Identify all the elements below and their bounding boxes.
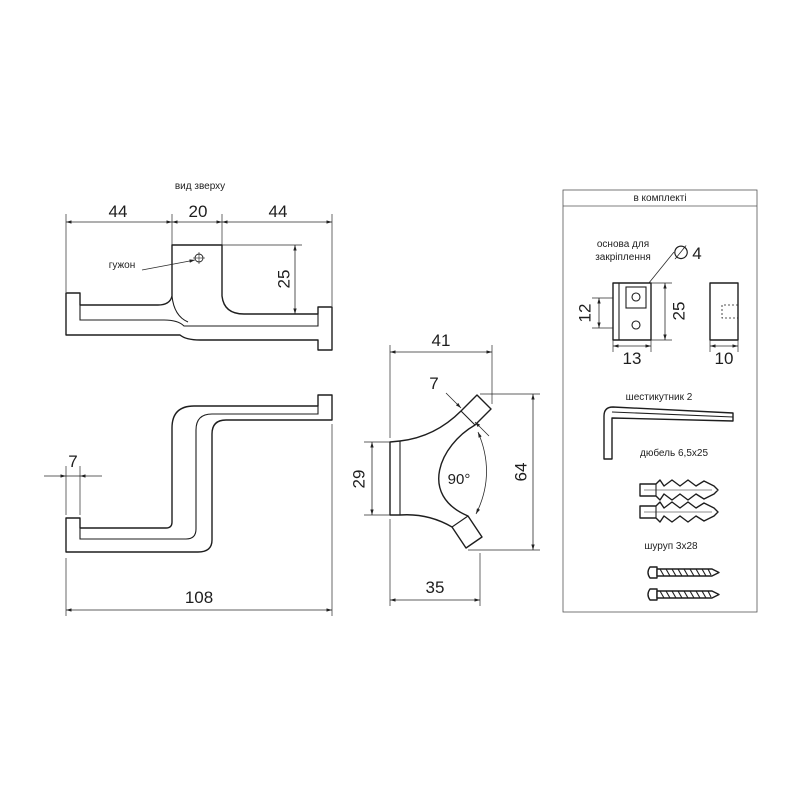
dim-line-front-tab-b xyxy=(474,421,490,437)
front-lower-tab-edge xyxy=(451,515,469,528)
dim-right-arm: 44 xyxy=(269,202,288,221)
mounting-base-side xyxy=(709,282,739,341)
mounting-base-side-hidden-recess xyxy=(721,304,738,319)
hex-key-label: шестикутник 2 xyxy=(626,392,693,403)
dowel-label: дюбель 6,5x25 xyxy=(640,447,708,459)
diameter-symbol: ∅ xyxy=(673,243,690,264)
hook-top-bend-edge xyxy=(171,295,189,323)
stud-icon xyxy=(193,252,205,264)
dim-depth: 35 xyxy=(426,578,445,597)
dim-side-tab: 7 xyxy=(68,452,77,471)
dim-width: 41 xyxy=(432,331,451,350)
top-view-title: вид зверху xyxy=(175,181,225,192)
dim-offset: 25 xyxy=(275,270,294,289)
angle-arc xyxy=(475,431,487,515)
kit-title: в комплекті xyxy=(633,193,686,204)
dim-front-tab: 7 xyxy=(429,374,438,393)
mounting-base-top-recess xyxy=(625,286,647,309)
base-label-line-2: закріплення xyxy=(595,252,651,263)
dim-mount-depth: 10 xyxy=(715,349,734,368)
screw-label: шуруп 3x28 xyxy=(644,541,698,552)
dim-left-arm: 44 xyxy=(109,202,128,221)
kit-panel-frame xyxy=(562,189,758,613)
dim-total-length: 108 xyxy=(185,588,213,607)
kit-panel: в комплекті основа для закріплення ∅ 4 1… xyxy=(562,189,758,613)
front-view: 41 29 64 35 7 90° xyxy=(350,331,540,606)
mounting-hole-bottom-icon xyxy=(631,320,641,330)
hook-front-outline xyxy=(389,394,492,549)
dim-mount-height: 25 xyxy=(670,302,689,321)
dim-hole-spacing: 12 xyxy=(576,304,595,323)
hook-top-inner-edge xyxy=(79,305,319,327)
dim-total-height: 64 xyxy=(512,463,531,482)
hex-key-edge xyxy=(611,411,734,418)
front-upper-tab-edge xyxy=(460,410,476,426)
dim-line-front-tab-a xyxy=(445,392,462,409)
mounting-hole-top-icon xyxy=(631,292,641,302)
stud-leader-line xyxy=(141,259,196,271)
side-view: 7 108 xyxy=(44,394,333,616)
dowel-icon xyxy=(639,479,719,501)
hook-top-outline xyxy=(65,244,333,351)
base-label-line-1: основа для xyxy=(597,239,649,250)
dim-base-width: 20 xyxy=(189,202,208,221)
dowel-icon xyxy=(639,501,719,523)
hook-side-inner-edge xyxy=(79,406,319,540)
hex-key-icon xyxy=(603,406,734,460)
hook-side-outline xyxy=(65,394,333,553)
screw-icon xyxy=(647,588,720,601)
angle-label: 90° xyxy=(448,471,471,488)
dim-mount-width: 13 xyxy=(623,349,642,368)
hole-diameter: 4 xyxy=(692,244,701,263)
dim-base-height: 29 xyxy=(350,470,369,489)
top-view: вид зверху 44 20 44 25 гужо xyxy=(65,181,333,351)
stud-label: гужон xyxy=(109,260,136,271)
screw-icon xyxy=(647,566,720,579)
